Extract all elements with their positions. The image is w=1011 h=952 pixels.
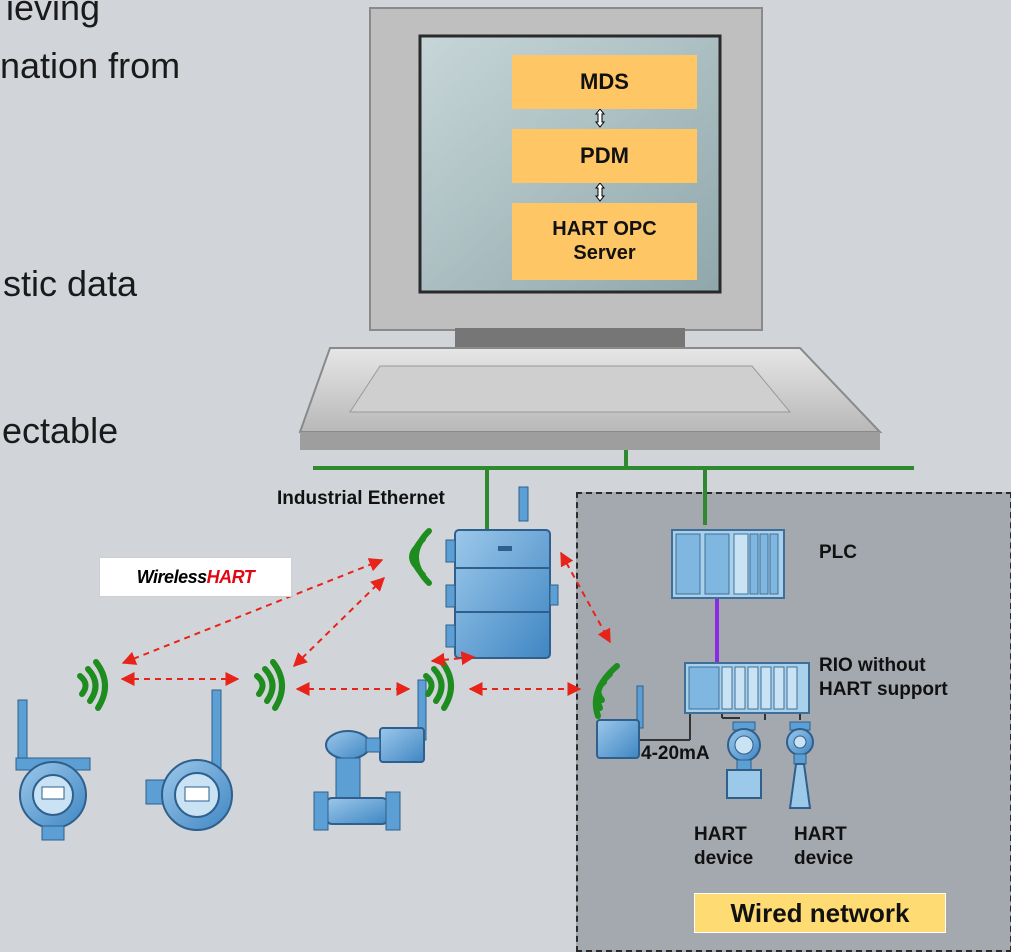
hart-device-1-label-line-1: HART [694, 824, 747, 845]
rio-module-icon [684, 662, 810, 714]
wireless-signal-gateway-icon [409, 528, 432, 586]
hart-opc-label-line-2: Server [573, 242, 636, 264]
wireless-flowmeter-icon [313, 679, 427, 831]
slide-text-line-4: ectable [2, 410, 119, 451]
pdm-box: PDM [512, 129, 697, 183]
slide-text-line-1: ieving [6, 0, 101, 28]
mds-label: MDS [580, 69, 629, 94]
hart-opc-label-line-1: HART OPC [552, 218, 657, 240]
wired-connections [635, 712, 801, 741]
rio-label: RIO without HART support [819, 654, 948, 702]
plc-label: PLC [819, 542, 857, 563]
wired-network-label: Wired network [694, 893, 946, 933]
hart-device-2-label-line-1: HART [794, 824, 847, 845]
wireless-signal-3-icon [423, 659, 454, 711]
slide-text-line-2: nation from [0, 45, 181, 86]
link-device2-gateway [292, 577, 386, 667]
wireless-signal-2-icon [254, 659, 285, 711]
wireless-transmitter-1-icon [15, 699, 91, 841]
hart-device-pressure-icon [726, 721, 762, 799]
wireless-transmitter-2-icon [145, 689, 233, 831]
mds-box: MDS [512, 55, 697, 109]
hart-opc-server-box: HART OPC Server [512, 203, 697, 280]
wireless-signal-1-icon [77, 659, 108, 711]
wirelesshart-logo: WirelessHART [99, 557, 292, 597]
hart-device-1-label: HART device [694, 823, 753, 871]
hart-device-2-label: HART device [794, 823, 853, 871]
rio-label-line-1: RIO without [819, 655, 926, 676]
slide-text-line-3: stic data [3, 263, 138, 304]
rio-label-line-2: HART support [819, 678, 948, 700]
wireless-signal-adapter-icon [592, 663, 620, 719]
stack-arrow-2 [594, 182, 606, 202]
wireless-links [120, 551, 611, 696]
hart-device-2-label-line-2: device [794, 847, 854, 869]
stack-arrow-1 [594, 108, 606, 128]
wirelesshart-gateway-icon [445, 486, 559, 659]
hart-device-1-label-line-2: device [694, 847, 754, 869]
link-device3-gateway [430, 651, 476, 667]
wirelesshart-adapter-icon [596, 685, 644, 759]
pdm-label: PDM [580, 143, 629, 168]
link-gateway-adapter [560, 551, 611, 644]
industrial-ethernet-label: Industrial Ethernet [277, 488, 445, 509]
hart-device-level-icon [786, 721, 814, 809]
industrial-ethernet-bus [313, 450, 914, 530]
plc-rack-icon [671, 529, 785, 599]
current-loop-label: 4-20mA [641, 743, 710, 764]
